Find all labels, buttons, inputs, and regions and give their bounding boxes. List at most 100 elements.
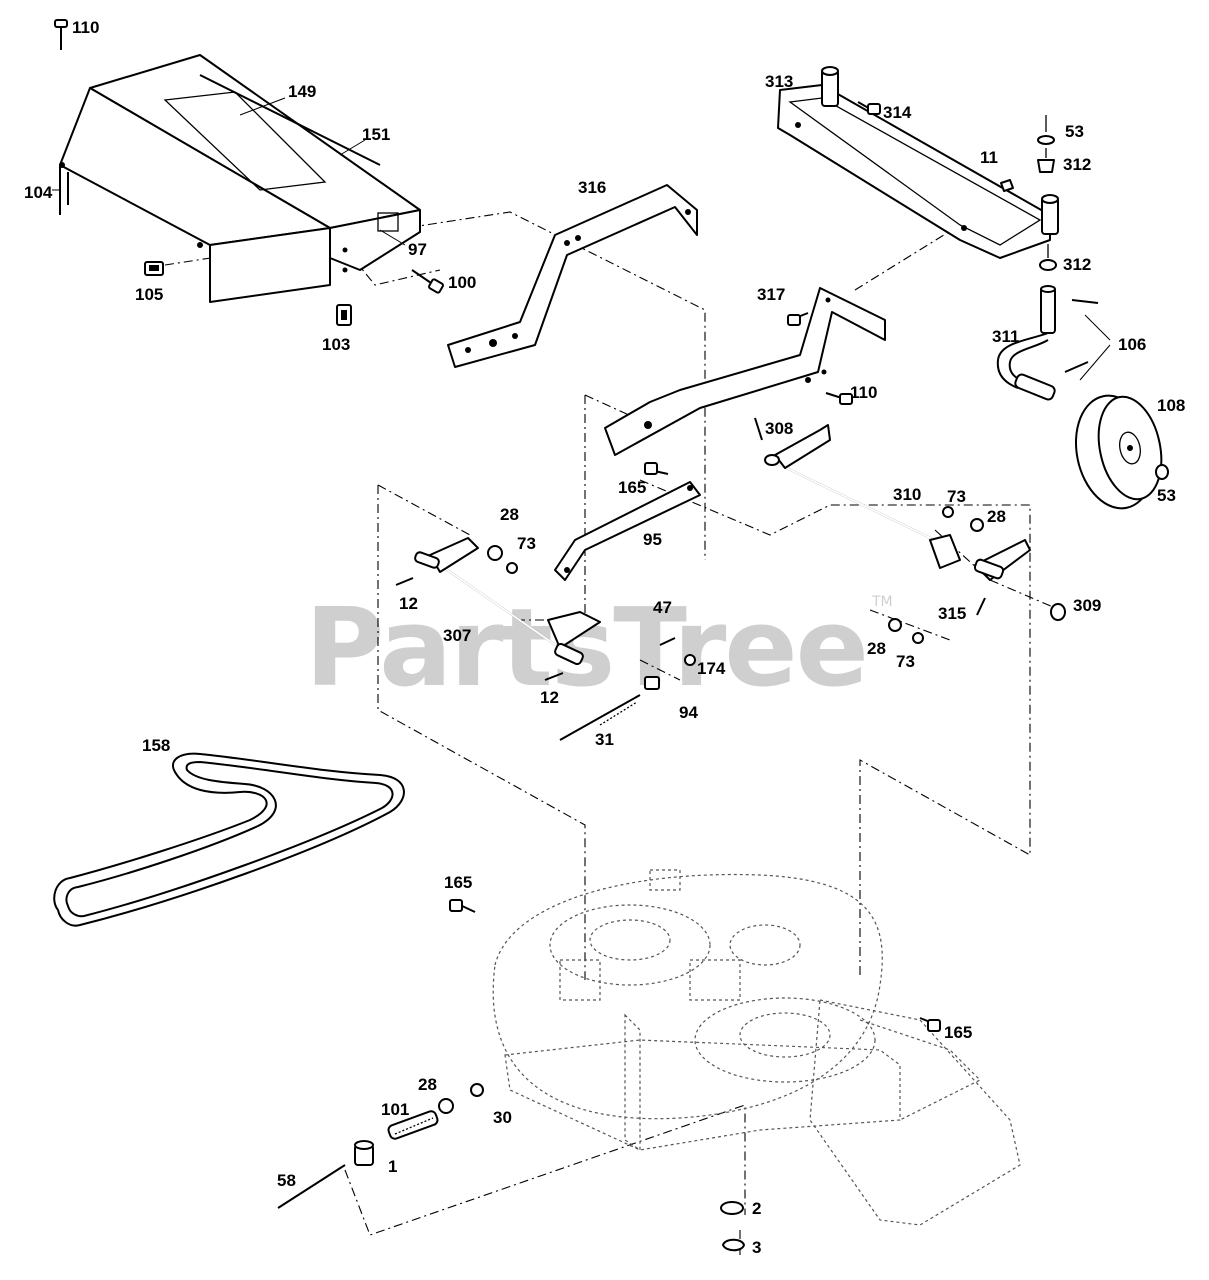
bracket-317	[604, 287, 886, 456]
callout-11: 11	[980, 148, 998, 167]
callout-110-top: 110	[72, 18, 99, 37]
clip-103	[336, 304, 352, 326]
callout-174: 174	[697, 659, 726, 678]
callout-316: 316	[578, 178, 606, 197]
bolt-110-top	[54, 19, 68, 50]
nut-73-c	[506, 562, 518, 574]
callout-73-lower: 73	[896, 652, 915, 671]
washer-2	[720, 1201, 744, 1215]
callout-94: 94	[679, 703, 698, 722]
callout-312-bottom: 312	[1063, 255, 1091, 274]
callout-47: 47	[653, 598, 672, 617]
link-95	[554, 481, 701, 581]
callout-165-right: 165	[944, 1023, 972, 1042]
callout-73-left: 73	[517, 534, 536, 553]
washer-309	[1050, 603, 1066, 621]
washer-53-wheel	[1155, 464, 1169, 480]
pin-12-a	[395, 577, 414, 586]
axle-310	[764, 424, 1031, 581]
fitting-1	[354, 1140, 374, 1166]
callout-2: 2	[752, 1199, 761, 1218]
callout-309: 309	[1073, 596, 1101, 615]
callout-53-wheel: 53	[1157, 486, 1176, 505]
block-94	[644, 676, 660, 690]
alignment-lines	[164, 211, 1061, 1255]
wheel-108	[1074, 394, 1163, 510]
callout-31: 31	[595, 730, 614, 749]
bolt-110-mid	[825, 392, 853, 405]
callout-58: 58	[277, 1171, 296, 1190]
callout-28-bottom: 28	[418, 1075, 437, 1094]
callout-100: 100	[448, 273, 476, 292]
callout-307: 307	[443, 626, 471, 645]
callout-308: 308	[765, 419, 793, 438]
callout-12-top: 12	[399, 594, 418, 613]
rod-31	[559, 694, 641, 741]
callout-28-lower: 28	[867, 639, 886, 658]
belt-158	[53, 752, 405, 927]
washer-28-b	[888, 618, 902, 632]
screw-317	[787, 312, 809, 326]
callout-165-mid: 165	[618, 478, 646, 497]
nut-174	[684, 654, 696, 666]
callout-97: 97	[408, 240, 427, 259]
callout-103: 103	[322, 335, 350, 354]
watermark-trademark: TM	[871, 594, 893, 610]
bolt-165-c	[919, 1017, 941, 1032]
callout-73-right: 73	[947, 487, 966, 506]
washer-28-d	[438, 1098, 454, 1114]
axle-307	[414, 537, 601, 666]
callout-28-right: 28	[987, 507, 1006, 526]
bracket-316	[447, 184, 698, 368]
bolt-314	[857, 101, 881, 115]
pin-47	[659, 637, 676, 646]
callout-165-left: 165	[444, 873, 472, 892]
callout-110-mid: 110	[850, 383, 877, 402]
pins-106	[1064, 299, 1099, 373]
bolt-165-b	[449, 899, 476, 913]
callout-1: 1	[388, 1157, 397, 1176]
callout-310: 310	[893, 485, 921, 504]
callout-315: 315	[938, 604, 966, 623]
callout-108: 108	[1157, 396, 1185, 415]
nut-73-a	[942, 506, 954, 518]
callout-313: 313	[765, 72, 793, 91]
mower-deck	[492, 869, 1021, 1226]
callout-95: 95	[643, 530, 662, 549]
callout-12-bottom: 12	[540, 688, 559, 707]
washer-28-c	[487, 545, 503, 561]
pin-12-b	[544, 672, 564, 681]
callout-28-left: 28	[500, 505, 519, 524]
pin-315	[976, 597, 986, 616]
bushing-312-top	[1037, 148, 1055, 173]
callout-101: 101	[381, 1100, 409, 1119]
callout-317: 317	[757, 285, 785, 304]
callout-314: 314	[883, 103, 912, 122]
callout-104: 104	[24, 183, 53, 202]
washer-53-top	[1037, 115, 1055, 145]
clip-105	[144, 261, 164, 276]
nut-73-b	[912, 632, 924, 644]
callout-106: 106	[1118, 335, 1146, 354]
clip-3	[722, 1238, 745, 1252]
callout-labels: 110 149 151 104 97 105 100 103 316 313 3…	[24, 18, 1185, 1257]
nut-30	[470, 1083, 484, 1097]
callout-leaders	[52, 97, 1111, 381]
washer-28-a	[970, 518, 984, 532]
nut-11	[1000, 179, 1014, 192]
bolt-165-a	[644, 462, 669, 475]
callout-3: 3	[752, 1238, 761, 1257]
screw-100	[411, 269, 444, 294]
callout-312-top: 312	[1063, 155, 1091, 174]
spring-101	[387, 1110, 439, 1140]
callout-151: 151	[362, 125, 390, 144]
rod-58	[277, 1164, 346, 1209]
callout-105: 105	[135, 285, 163, 304]
pin-308	[754, 417, 763, 441]
watermark-text: PartsTree	[305, 586, 867, 711]
belt-cover	[59, 54, 421, 303]
callout-311: 311	[992, 327, 1019, 346]
callout-158: 158	[142, 736, 170, 755]
axle-bracket-313	[777, 66, 1059, 259]
